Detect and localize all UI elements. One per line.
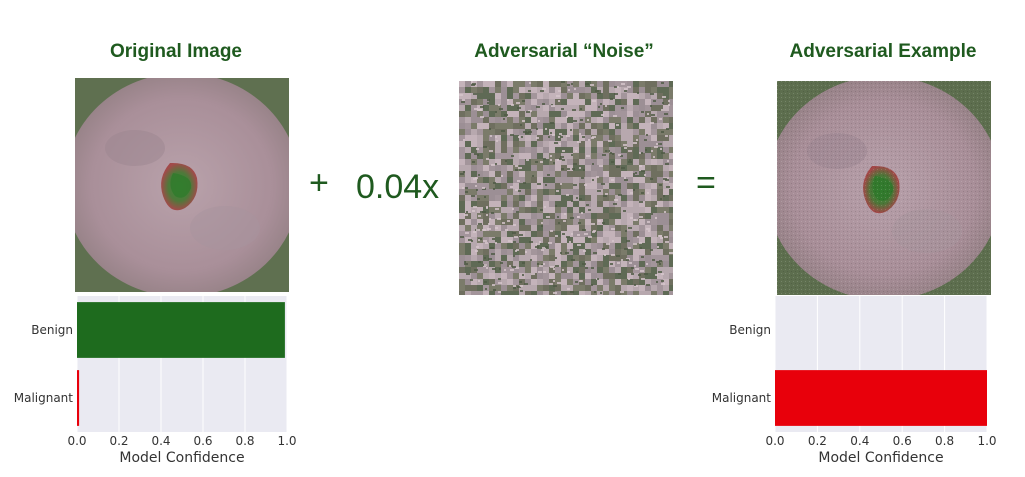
x-tick-label: 0.2 bbox=[109, 434, 128, 448]
bar-malignant bbox=[77, 370, 80, 426]
y-category-label: Benign bbox=[729, 323, 771, 337]
x-axis-label: Model Confidence bbox=[119, 450, 244, 466]
x-tick-label: 0.8 bbox=[935, 434, 954, 448]
plus-operator: + bbox=[309, 164, 329, 202]
noise-factor: 0.04x bbox=[356, 168, 440, 206]
x-tick-label: 0.8 bbox=[235, 434, 254, 448]
y-category-label: Malignant bbox=[14, 391, 74, 405]
x-tick-label: 0.6 bbox=[193, 434, 212, 448]
adversarial-example-title: Adversarial Example bbox=[789, 41, 977, 62]
x-tick-label: 0.4 bbox=[151, 434, 170, 448]
adversarial-noise-image bbox=[459, 81, 673, 295]
x-tick-label: 0.0 bbox=[765, 434, 784, 448]
bar-benign bbox=[77, 302, 285, 358]
noise-title: Adversarial “Noise” bbox=[474, 41, 654, 62]
adversarial-example-image bbox=[777, 81, 991, 295]
x-tick-label: 1.0 bbox=[277, 434, 296, 448]
y-category-label: Benign bbox=[31, 323, 73, 337]
x-tick-label: 0.2 bbox=[808, 434, 827, 448]
bar-malignant bbox=[775, 370, 987, 426]
x-tick-label: 0.0 bbox=[67, 434, 86, 448]
original-image bbox=[75, 78, 289, 292]
original-image-title: Original Image bbox=[110, 41, 242, 62]
y-category-label: Malignant bbox=[712, 391, 772, 405]
x-tick-label: 0.4 bbox=[850, 434, 869, 448]
equals-operator: = bbox=[696, 164, 716, 202]
x-axis-label: Model Confidence bbox=[818, 450, 943, 466]
x-tick-label: 1.0 bbox=[977, 434, 996, 448]
x-tick-label: 0.6 bbox=[893, 434, 912, 448]
